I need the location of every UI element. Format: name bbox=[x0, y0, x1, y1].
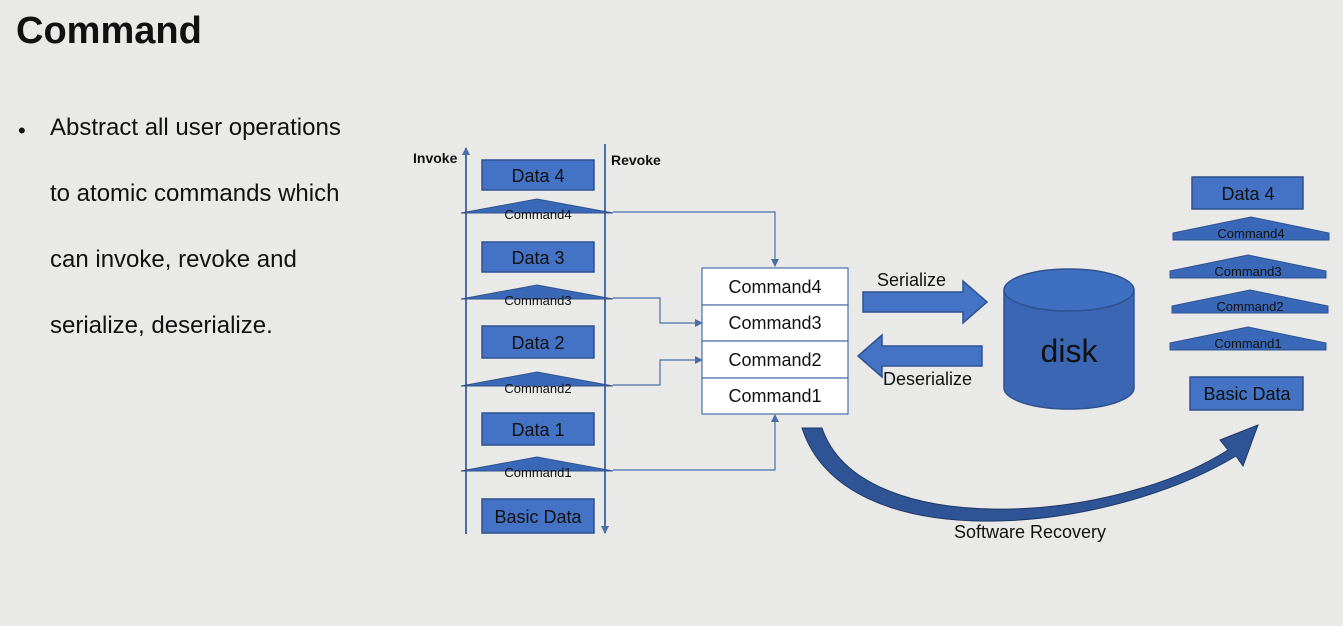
left-command-2-label: Command2 bbox=[504, 381, 571, 396]
bullet-dot: • bbox=[18, 118, 26, 143]
command-list-item-1: Command1 bbox=[728, 386, 821, 406]
right-command-1-label: Command1 bbox=[1214, 336, 1281, 351]
command-list-item-4: Command4 bbox=[728, 277, 821, 297]
command-list: Command4 Command3 Command2 Command1 bbox=[701, 267, 849, 415]
left-command-1-label: Command1 bbox=[504, 465, 571, 480]
right-data-4: Data 4 bbox=[1191, 176, 1304, 210]
right-command-3: Command3 bbox=[1169, 254, 1327, 279]
left-data-2-label: Data 2 bbox=[511, 333, 564, 353]
left-command-4: Command4 bbox=[460, 198, 614, 222]
command-connectors bbox=[613, 211, 779, 471]
left-data-4-label: Data 4 bbox=[511, 166, 564, 186]
right-command-2: Command2 bbox=[1171, 289, 1329, 314]
bullet-line-3: can invoke, revoke and bbox=[50, 246, 297, 273]
right-data-4-label: Data 4 bbox=[1221, 184, 1274, 204]
bullet-line-4: serialize, deserialize. bbox=[50, 312, 273, 339]
deserialize-arrow: Deserialize bbox=[856, 333, 983, 389]
command-list-item-3: Command3 bbox=[728, 313, 821, 333]
revoke-label: Revoke bbox=[611, 152, 661, 168]
disk-label: disk bbox=[1041, 333, 1099, 369]
serialize-label: Serialize bbox=[877, 270, 946, 290]
left-data-3-label: Data 3 bbox=[511, 248, 564, 268]
left-command-2: Command2 bbox=[460, 371, 614, 396]
left-data-4: Data 4 bbox=[481, 159, 595, 191]
left-command-3-label: Command3 bbox=[504, 293, 571, 308]
left-command-4-label: Command4 bbox=[504, 207, 571, 222]
left-stack: Data 4 Command4 Data 3 Command3 Data 2 C… bbox=[460, 159, 614, 534]
right-stack: Data 4 Command4 Command3 Command2 Comman… bbox=[1169, 176, 1330, 411]
disk-icon: disk bbox=[1003, 268, 1135, 410]
slide-title: Command bbox=[16, 10, 202, 52]
invoke-axis: Invoke bbox=[413, 147, 470, 534]
right-command-4: Command4 bbox=[1172, 216, 1330, 241]
left-command-1: Command1 bbox=[460, 456, 614, 480]
left-data-2: Data 2 bbox=[481, 325, 595, 359]
right-basic-data-label: Basic Data bbox=[1203, 384, 1291, 404]
bullet-line-2: to atomic commands which bbox=[50, 180, 340, 207]
right-command-2-label: Command2 bbox=[1216, 299, 1283, 314]
deserialize-label: Deserialize bbox=[883, 369, 972, 389]
right-command-4-label: Command4 bbox=[1217, 226, 1284, 241]
left-basic-data: Basic Data bbox=[481, 498, 595, 534]
bullet-line-1: Abstract all user operations bbox=[50, 114, 341, 141]
recovery-arrow: Software Recovery bbox=[801, 424, 1259, 542]
right-command-3-label: Command3 bbox=[1214, 264, 1281, 279]
right-basic-data: Basic Data bbox=[1189, 376, 1304, 411]
left-data-1-label: Data 1 bbox=[511, 420, 564, 440]
left-data-3: Data 3 bbox=[481, 241, 595, 273]
serialize-arrow: Serialize bbox=[862, 270, 989, 325]
recovery-label: Software Recovery bbox=[954, 522, 1106, 542]
revoke-axis: Revoke bbox=[601, 144, 661, 534]
command-list-item-2: Command2 bbox=[728, 350, 821, 370]
invoke-label: Invoke bbox=[413, 150, 458, 166]
right-command-1: Command1 bbox=[1169, 326, 1327, 351]
left-basic-data-label: Basic Data bbox=[494, 507, 582, 527]
left-command-3: Command3 bbox=[460, 284, 614, 308]
left-data-1: Data 1 bbox=[481, 412, 595, 446]
